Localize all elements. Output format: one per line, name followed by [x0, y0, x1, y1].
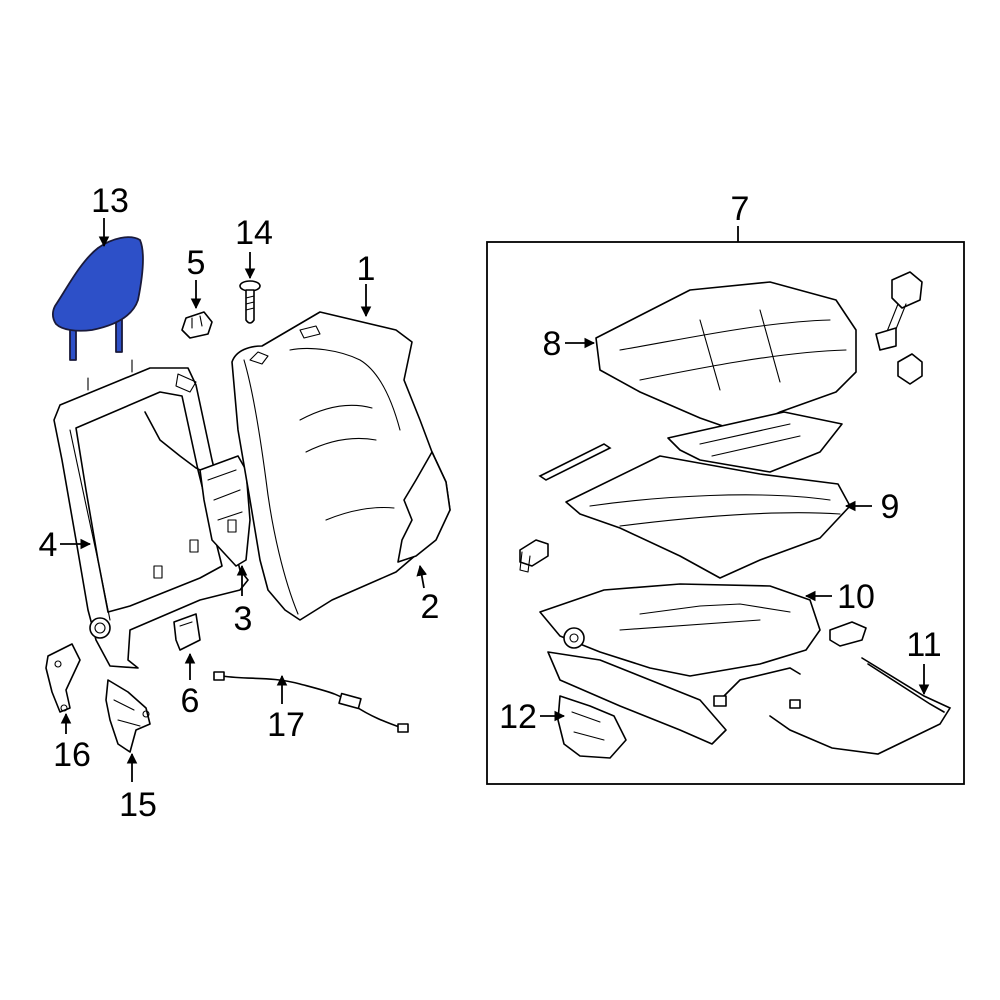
callout-14[interactable]: 14: [235, 214, 273, 252]
part-17-cable[interactable]: [213, 671, 409, 733]
callout-labels: 1 2 3 4 5 6 7 8 9 10 11 12 13 14 15 16 1…: [39, 182, 942, 824]
cushion-wire-clip: [538, 443, 612, 481]
cushion-pad-sheet: [667, 411, 843, 473]
belt-buckle-hardware: [875, 271, 923, 385]
part-2-back-panel[interactable]: [397, 451, 451, 563]
part-13-headrest[interactable]: [51, 236, 144, 361]
part-15-recliner-bracket[interactable]: [105, 679, 151, 753]
callout-2[interactable]: 2: [421, 588, 440, 626]
cushion-connector: [829, 621, 867, 647]
callout-6[interactable]: 6: [181, 682, 200, 720]
callout-11[interactable]: 11: [906, 626, 941, 664]
callout-13[interactable]: 13: [91, 182, 129, 220]
callout-4[interactable]: 4: [39, 526, 58, 564]
callout-3[interactable]: 3: [234, 600, 253, 638]
part-7-cushion-assembly-box[interactable]: [486, 241, 965, 785]
callout-15[interactable]: 15: [119, 786, 157, 824]
part-4-seatback-frame[interactable]: [53, 359, 251, 669]
part-8-cushion-cover[interactable]: [595, 281, 857, 433]
part-9-cushion-pad[interactable]: [565, 455, 851, 579]
leader-2: [416, 564, 428, 589]
callout-16[interactable]: 16: [53, 736, 91, 774]
callout-9[interactable]: 9: [881, 488, 900, 526]
cushion-bolt: [519, 539, 549, 573]
part-11-frame-wire[interactable]: [769, 657, 952, 755]
callout-7[interactable]: 7: [731, 190, 750, 228]
part-5-guide[interactable]: [181, 311, 213, 339]
callout-10[interactable]: 10: [837, 578, 875, 616]
callout-1[interactable]: 1: [357, 250, 376, 288]
part-3-seatback-cover[interactable]: [231, 311, 451, 621]
part-12-bracket[interactable]: [557, 695, 627, 759]
leader-lines: [60, 218, 930, 782]
callout-17[interactable]: 17: [267, 706, 305, 744]
part-14-bolt[interactable]: [239, 280, 261, 324]
part-6-bracket[interactable]: [173, 613, 201, 651]
part-16-bracket[interactable]: [45, 643, 81, 713]
part-10-seat-frame[interactable]: [539, 583, 821, 745]
callout-12[interactable]: 12: [499, 698, 537, 736]
headrest-cushion: [51, 236, 144, 332]
callout-8[interactable]: 8: [543, 325, 562, 363]
callout-5[interactable]: 5: [187, 244, 206, 282]
